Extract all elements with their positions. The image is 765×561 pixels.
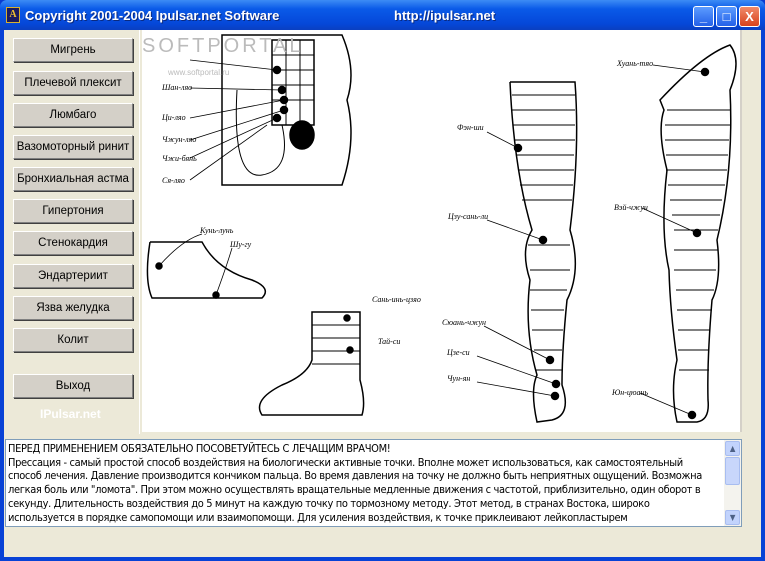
memo-line: легкая боль или "ломота". При этом можно… <box>8 483 701 497</box>
sidebar: Мигрень Плечевой плексит Люмбаго Вазомот… <box>4 30 140 434</box>
foot-label: Шу-гу <box>229 240 252 249</box>
leg-back-label: Вэй-чжун <box>614 203 648 212</box>
memo-line: секунду. Длительность воздействия до 5 м… <box>8 496 650 510</box>
vertical-scrollbar[interactable]: ▲ ▼ <box>724 440 741 526</box>
watermark: SOFTPORTAL www.softportal.ru <box>142 35 304 77</box>
close-button[interactable]: X <box>739 6 760 27</box>
memo-line: ПЕРЕД ПРИМЕНЕНИЕМ ОБЯЗАТЕЛЬНО ПОСОВЕТУЙТ… <box>8 442 391 455</box>
leg-front-diagram: Фэн-ши Цзу-сань-ли Сюань-чжун Цзе-си Чун… <box>442 81 578 423</box>
foot-label: Кунь-лунь <box>199 226 234 235</box>
leg-back-label: Хуань-тяо <box>616 59 653 68</box>
app-icon[interactable]: A <box>6 7 20 23</box>
brand-label: IPulsar.net <box>40 407 101 421</box>
memo-line: способ лечения. Давление производится ко… <box>8 469 702 483</box>
foot-diagram: Кунь-лунь Шу-гу <box>146 226 267 299</box>
hip-diagram: Шан-ляо Ци-ляо Чжун-ляо Чжи-бянь Ся-ляо … <box>142 34 352 186</box>
button-angina[interactable]: Стенокардия <box>13 231 133 255</box>
memo-line: используется в порядке самопомощи или вз… <box>8 510 628 524</box>
memo-line: Прессация - самый простой способ воздейс… <box>8 455 683 469</box>
hip-label: Ся-ляо <box>162 176 185 185</box>
scroll-thumb[interactable] <box>725 457 740 485</box>
leg-back-diagram: Хуань-тяо Вэй-чжун Юн-цюань <box>611 44 737 423</box>
ankle-diagram: Сань-инь-цзяо Тай-си <box>258 295 421 416</box>
leg-front-label: Сюань-чжун <box>442 318 486 327</box>
leg-front-label: Цзу-сань-ли <box>447 212 488 221</box>
button-hypertension[interactable]: Гипертония <box>13 199 133 223</box>
acupoint-illustration: Шан-ляо Ци-ляо Чжун-ляо Чжи-бянь Ся-ляо … <box>142 30 742 432</box>
window-title: Copyright 2001-2004 Ipulsar.net Software <box>25 8 280 23</box>
button-vasomotor-rhinitis[interactable]: Вазомоторный ринит <box>13 135 133 159</box>
client-area: Мигрень Плечевой плексит Люмбаго Вазомот… <box>4 30 761 557</box>
title-bar[interactable]: A Copyright 2001-2004 Ipulsar.net Softwa… <box>0 0 765 30</box>
button-stomach-ulcer[interactable]: Язва желудка <box>13 296 133 320</box>
window-url: http://ipulsar.net <box>394 8 496 23</box>
button-lumbago[interactable]: Люмбаго <box>13 103 133 127</box>
button-colitis[interactable]: Колит <box>13 328 133 352</box>
maximize-button[interactable]: □ <box>716 6 737 27</box>
leg-back-label: Юн-цюань <box>611 388 649 397</box>
ankle-label: Тай-си <box>378 337 400 346</box>
svg-text:www.softportal.ru: www.softportal.ru <box>167 68 229 77</box>
minimize-button[interactable]: _ <box>693 6 714 27</box>
ankle-label: Сань-инь-цзяо <box>372 295 421 304</box>
leg-front-label: Фэн-ши <box>457 123 484 132</box>
exit-button[interactable]: Выход <box>13 374 133 398</box>
hip-label: Ци-ляо <box>161 113 186 122</box>
scroll-up-arrow-icon[interactable]: ▲ <box>725 441 740 456</box>
scroll-down-arrow-icon[interactable]: ▼ <box>725 510 740 525</box>
hip-label: Чжи-бянь <box>162 154 197 163</box>
hip-label: Шан-ляо <box>161 83 192 92</box>
leg-front-label: Чун-ян <box>447 374 470 383</box>
leg-front-label: Цзе-си <box>446 348 470 357</box>
button-migraine[interactable]: Мигрень <box>13 38 133 62</box>
button-endarteritis[interactable]: Эндартериит <box>13 264 133 288</box>
svg-text:SOFTPORTAL: SOFTPORTAL <box>142 35 304 57</box>
button-shoulder-plexitis[interactable]: Плечевой плексит <box>13 71 133 95</box>
description-textarea[interactable]: ПЕРЕД ПРИМЕНЕНИЕМ ОБЯЗАТЕЛЬНО ПОСОВЕТУЙТ… <box>5 439 742 527</box>
button-bronchial-asthma[interactable]: Бронхиальная астма <box>13 167 133 191</box>
hip-label: Чжун-ляо <box>162 135 196 144</box>
